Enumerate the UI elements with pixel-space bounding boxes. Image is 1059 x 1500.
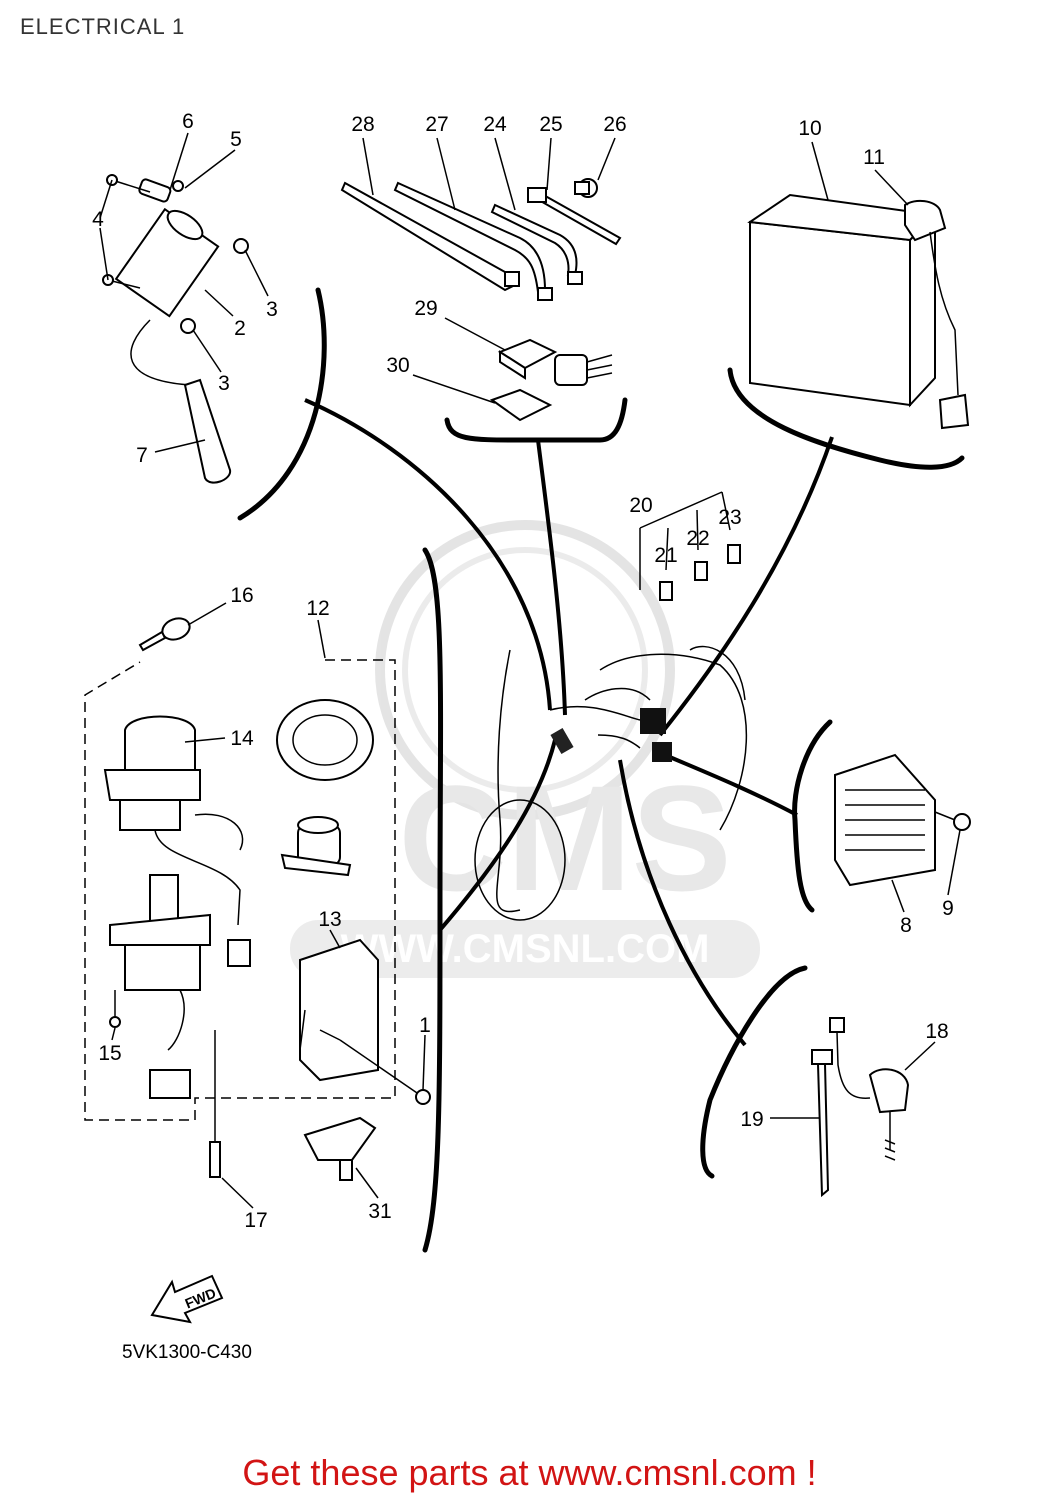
key-16 bbox=[138, 617, 191, 652]
starter-relay-group bbox=[811, 1017, 910, 1198]
callout-21: 21 bbox=[654, 544, 677, 567]
callout-31: 31 bbox=[368, 1200, 391, 1223]
connector-cover-set bbox=[489, 338, 613, 422]
callout-23: 23 bbox=[718, 506, 741, 529]
callout-25: 25 bbox=[539, 113, 562, 136]
callout-18: 18 bbox=[925, 1020, 948, 1043]
cable-band-set bbox=[340, 178, 622, 301]
callout-13: 13 bbox=[318, 908, 341, 931]
callout-leaders bbox=[99, 132, 961, 1209]
callout-1: 1 bbox=[419, 1014, 431, 1037]
leader-lines bbox=[304, 398, 834, 1047]
callout-19: 19 bbox=[740, 1108, 763, 1131]
rectifier-regulator bbox=[834, 753, 971, 887]
page-title: ELECTRICAL 1 bbox=[20, 14, 186, 39]
callout-26: 26 bbox=[603, 113, 626, 136]
diagram-code: 5VK1300-C430 bbox=[122, 1342, 252, 1363]
callout-24: 24 bbox=[483, 113, 507, 136]
callout-12: 12 bbox=[306, 597, 329, 620]
watermark-logo-text: CMS bbox=[398, 754, 731, 922]
callout-10: 10 bbox=[798, 117, 821, 140]
motorcycle-outline bbox=[474, 645, 747, 921]
callout-16: 16 bbox=[230, 584, 253, 607]
callout-22: 22 bbox=[686, 527, 709, 550]
callout-20: 20 bbox=[629, 494, 652, 517]
forward-arrow: FWD bbox=[150, 1274, 224, 1324]
ignition-coil-assembly bbox=[102, 174, 249, 484]
battery-assembly bbox=[747, 193, 970, 430]
callout-15: 15 bbox=[98, 1042, 121, 1065]
bracket-group bbox=[237, 287, 965, 1253]
callout-4: 4 bbox=[92, 208, 104, 231]
fasteners bbox=[209, 1030, 431, 1181]
callout-6: 6 bbox=[182, 110, 194, 133]
callout-8: 8 bbox=[900, 914, 912, 937]
callout-17: 17 bbox=[244, 1209, 267, 1232]
watermark-logo: CMS WWW.CMSNL.COM bbox=[290, 520, 760, 978]
callout-3a: 3 bbox=[266, 298, 278, 321]
callout-5: 5 bbox=[230, 128, 242, 151]
lock-set bbox=[84, 659, 396, 1121]
callout-11: 11 bbox=[863, 146, 885, 169]
callout-28: 28 bbox=[351, 113, 374, 136]
callout-9: 9 bbox=[942, 897, 954, 920]
callout-14: 14 bbox=[230, 727, 254, 750]
watermark-url: WWW.CMSNL.COM bbox=[341, 927, 710, 971]
callout-30: 30 bbox=[386, 354, 409, 377]
callout-29: 29 bbox=[414, 297, 437, 320]
callout-labels: 1 2 3 3 4 5 6 7 8 9 10 11 12 13 14 15 16… bbox=[92, 110, 954, 1232]
ecu-13 bbox=[299, 938, 379, 1082]
footer-link[interactable]: Get these parts at www.cmsnl.com ! bbox=[242, 1452, 817, 1493]
callout-3b: 3 bbox=[218, 372, 230, 395]
callout-2: 2 bbox=[234, 317, 246, 340]
callout-7: 7 bbox=[136, 444, 148, 467]
callout-27: 27 bbox=[425, 113, 448, 136]
fuse-set bbox=[639, 491, 741, 601]
